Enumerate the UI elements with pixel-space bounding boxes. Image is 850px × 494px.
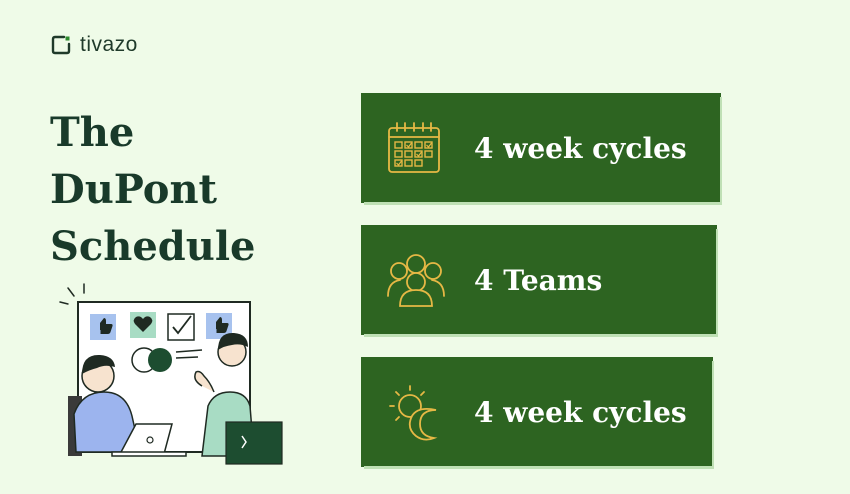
team-icon bbox=[387, 254, 445, 307]
logo-mark-icon bbox=[51, 35, 71, 55]
card-teams: 4 Teams bbox=[362, 226, 716, 334]
card-shift-cycles: 4 week cycles bbox=[362, 358, 712, 466]
sun-moon-icon bbox=[389, 385, 438, 441]
card-week-cycles-label: 4 week cycles bbox=[474, 131, 687, 165]
title-line-1: The bbox=[50, 109, 135, 156]
title-line-2: DuPont bbox=[50, 166, 218, 213]
title-line-3: Schedule bbox=[50, 223, 256, 270]
card-shift-cycles-label: 4 week cycles bbox=[474, 395, 687, 429]
page-title: The DuPont Schedule bbox=[50, 104, 255, 275]
calendar-icon bbox=[388, 122, 440, 173]
card-teams-label: 4 Teams bbox=[474, 263, 603, 297]
people-at-whiteboard-illustration bbox=[59, 283, 283, 465]
brand-name: tivazo bbox=[80, 33, 138, 56]
card-week-cycles: 4 week cycles bbox=[362, 94, 720, 202]
brand-logo[interactable]: tivazo bbox=[50, 33, 138, 57]
